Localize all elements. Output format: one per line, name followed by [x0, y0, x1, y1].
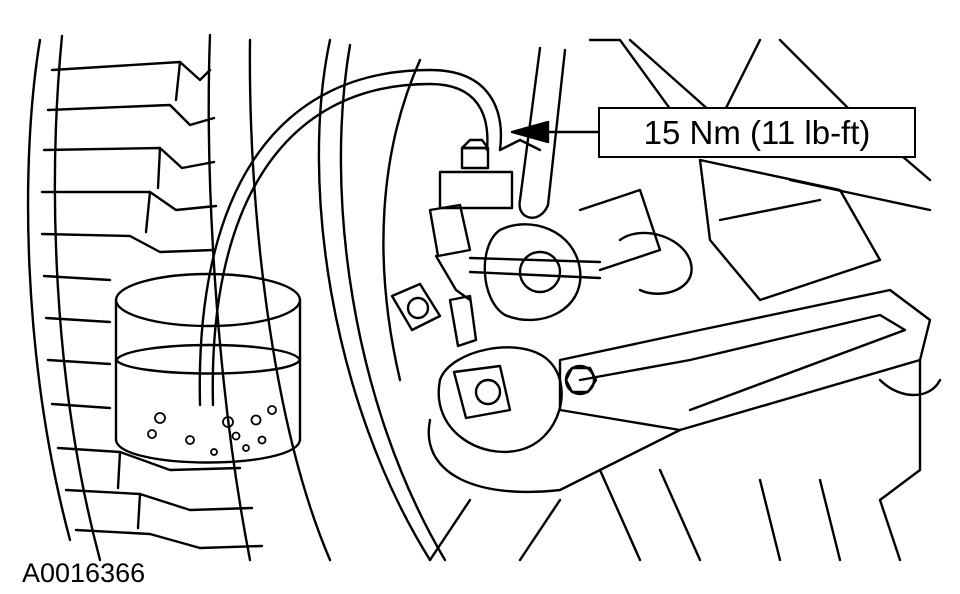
tire-tread [26, 33, 332, 562]
torque-callout-label: 15 Nm (11 lb-ft) [598, 107, 916, 158]
bleeder-hose [198, 68, 503, 407]
figure-id-label: A0016366 [22, 558, 146, 588]
bleeder-screw [438, 138, 542, 210]
fluid-container [114, 272, 302, 464]
steering-knuckle [427, 158, 942, 562]
brake-disc-edge [317, 38, 447, 562]
lower-control-arm [558, 288, 932, 502]
brake-caliper [390, 188, 693, 348]
